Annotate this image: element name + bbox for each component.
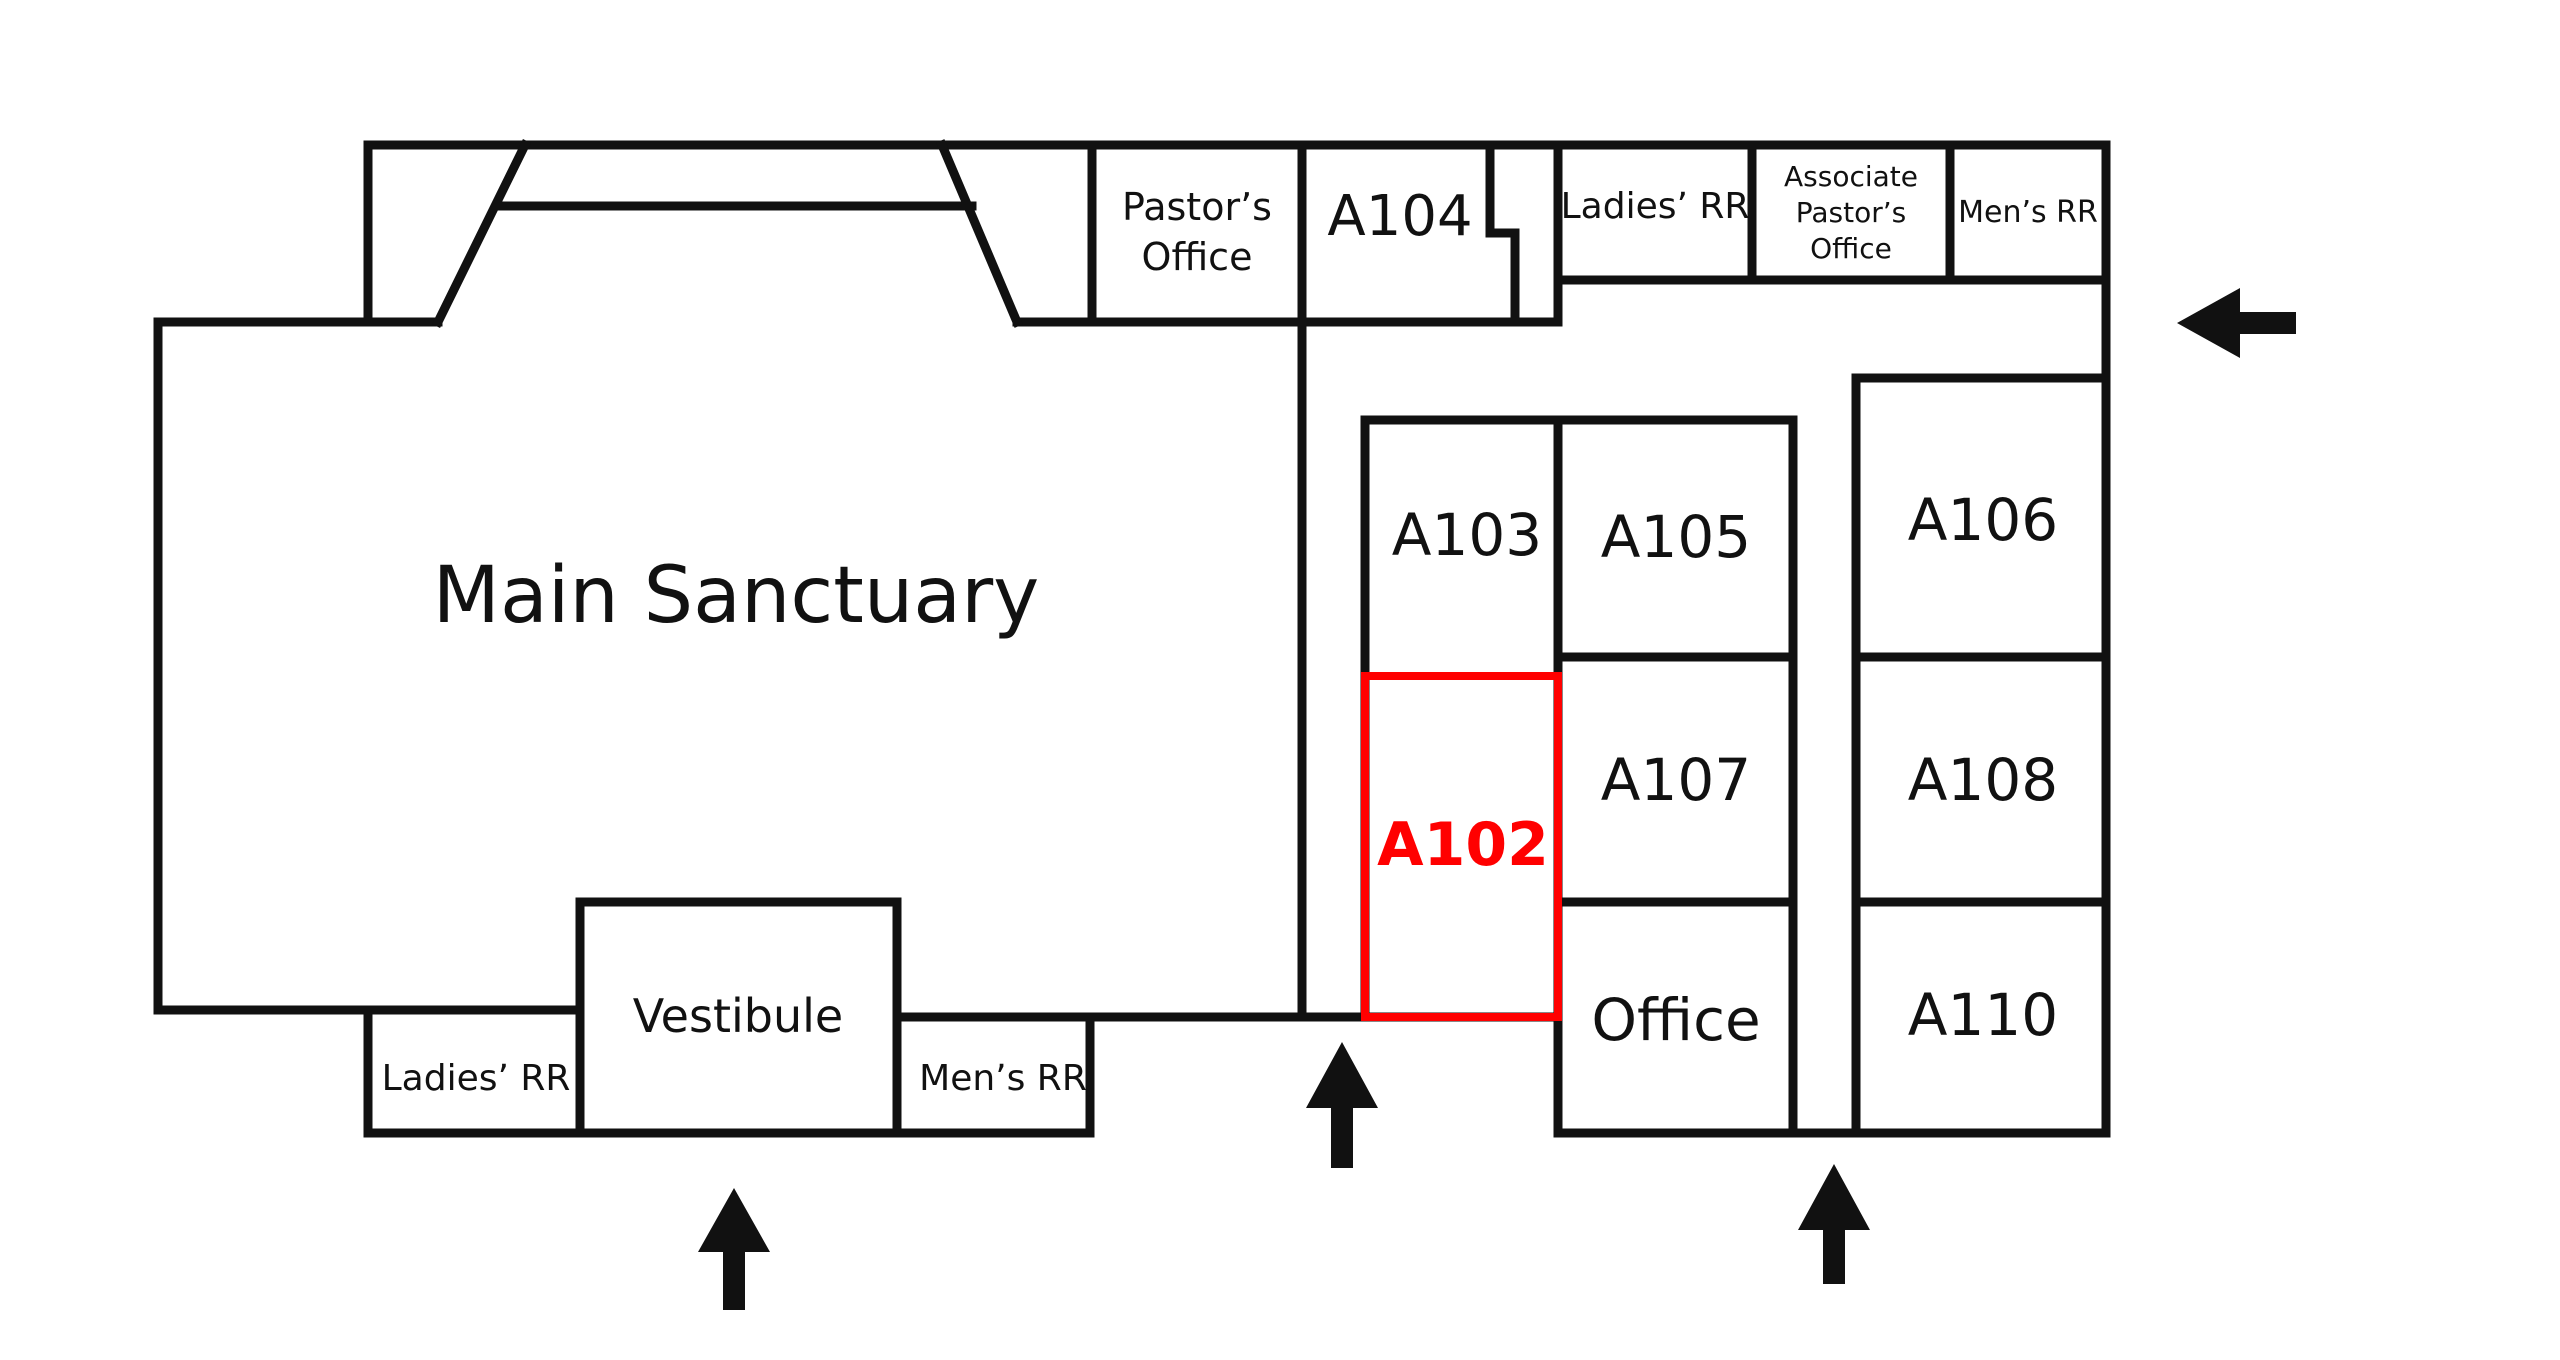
svg-text:Associate: Associate (1784, 160, 1918, 193)
svg-text:Office: Office (1142, 235, 1253, 279)
svg-text:Pastor’s: Pastor’s (1122, 185, 1272, 229)
room-a110[interactable]: A110 (1908, 981, 2058, 1049)
room-a108[interactable]: A108 (1908, 746, 2058, 814)
entrance-arrow-up-icon (1306, 1042, 1378, 1168)
room-a106[interactable]: A106 (1908, 486, 2058, 554)
room-mens-rr-bottom[interactable]: Men’s RR (919, 1058, 1087, 1099)
room-main-sanctuary[interactable]: Main Sanctuary (433, 551, 1040, 641)
entrance-arrow-left-icon (2177, 288, 2296, 358)
svg-text:Office: Office (1810, 232, 1892, 265)
room-a102-highlight[interactable] (1361, 672, 1562, 1021)
room-office[interactable]: Office (1591, 986, 1760, 1054)
room-a102[interactable]: A102 (1377, 810, 1549, 880)
lower-wing (363, 897, 1095, 1138)
upper-wing (363, 138, 2111, 1022)
room-a103[interactable]: A103 (1392, 501, 1542, 569)
room-ladies-rr-bottom[interactable]: Ladies’ RR (382, 1058, 571, 1099)
room-vestibule[interactable]: Vestibule (633, 989, 843, 1043)
room-a104[interactable]: A104 (1327, 184, 1472, 249)
entrance-arrow-up-icon (698, 1188, 770, 1310)
room-a105[interactable]: A105 (1601, 503, 1751, 571)
room-pastors-office[interactable]: Pastor’s Office (1122, 185, 1272, 279)
svg-text:Pastor’s: Pastor’s (1796, 196, 1906, 229)
room-associate-pastors-office[interactable]: Associate Pastor’s Office (1784, 160, 1918, 265)
room-a107[interactable]: A107 (1601, 746, 1751, 814)
room-ladies-rr-top[interactable]: Ladies’ RR (1561, 186, 1750, 227)
room-mens-rr-top[interactable]: Men’s RR (1958, 195, 2098, 230)
entrance-arrow-up-icon (1798, 1164, 1870, 1284)
